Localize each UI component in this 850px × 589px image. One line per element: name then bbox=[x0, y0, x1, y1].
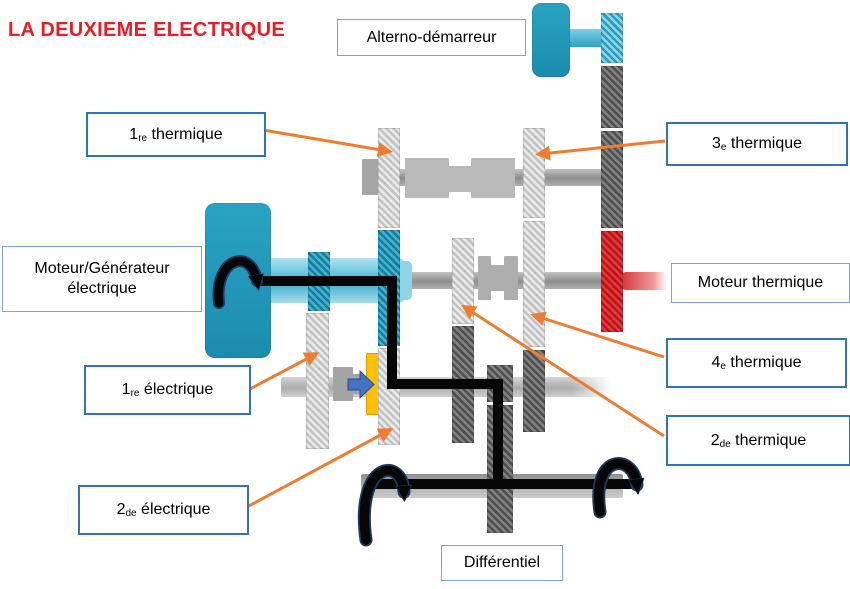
page-title: LA DEUXIEME ELECTRIQUE bbox=[8, 19, 285, 41]
electric-shaft-end-cap bbox=[396, 261, 412, 300]
label-box-2de-thermique: 2de thermique bbox=[666, 415, 850, 466]
pointer-1re-thermique bbox=[262, 128, 393, 157]
label-box-alterno-demarreur: Alterno-démarreur bbox=[337, 19, 526, 56]
alterno-starter-block bbox=[532, 3, 570, 77]
gear-dark-mid bbox=[601, 131, 623, 228]
synchro-top-tooth-right bbox=[471, 158, 515, 198]
power-path-segment-3 bbox=[387, 379, 503, 389]
synchro-lower-hub bbox=[352, 374, 364, 394]
power-path-segment-5 bbox=[368, 479, 641, 489]
label-line-2: électrique bbox=[67, 280, 137, 297]
gear-1re-thermique bbox=[378, 128, 400, 228]
power-path-segment-2 bbox=[387, 276, 397, 389]
alterno-shaft bbox=[565, 29, 605, 47]
synchro-lower-body bbox=[333, 367, 353, 401]
label-box-moteur-generateur: Moteur/Générateur électrique bbox=[2, 246, 202, 312]
label-box-moteur-thermique: Moteur thermique bbox=[671, 263, 850, 303]
synchro-middle-tooth-left bbox=[478, 256, 491, 300]
synchro-top-tooth-left bbox=[405, 158, 449, 198]
power-path-segment-4 bbox=[493, 379, 503, 489]
label-box-1re-electrique: 1re électrique bbox=[84, 365, 251, 415]
label-line-1: Moteur/Générateur bbox=[34, 260, 170, 277]
gear-4e-thermique bbox=[523, 221, 545, 347]
label-box-1re-thermique: 1re thermique bbox=[86, 112, 266, 157]
pointer-4e-thermique bbox=[530, 311, 665, 359]
label-box-differentiel: Différentiel bbox=[441, 545, 563, 581]
gear-dark-upper bbox=[601, 66, 623, 128]
gear-alterno bbox=[601, 13, 623, 63]
label-box-3e-thermique: 3e thermique bbox=[666, 122, 848, 166]
label-box-2de-electrique: 2de électrique bbox=[78, 485, 249, 535]
synchro-middle-tooth-right bbox=[504, 256, 518, 300]
gear-1re-electrique bbox=[306, 313, 329, 449]
gear-dark-right-lower bbox=[523, 350, 545, 432]
gear-red-engine bbox=[601, 231, 623, 332]
label-box-4e-thermique: 4e thermique bbox=[666, 338, 847, 388]
power-path-segment-1 bbox=[256, 276, 397, 286]
gear-2de-thermique bbox=[452, 238, 474, 324]
top-shaft-hub bbox=[362, 159, 383, 195]
engine-red-shaft bbox=[622, 272, 667, 290]
gear-3e-thermique bbox=[523, 128, 545, 218]
